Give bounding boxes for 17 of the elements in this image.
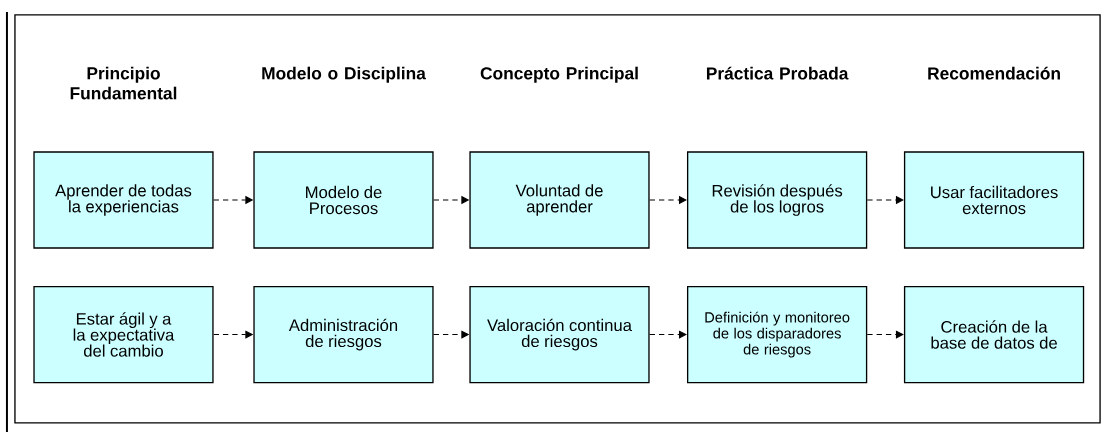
arrow [649, 330, 687, 339]
column-heading: Recomendación [928, 66, 1060, 80]
process-box: Voluntad de aprender [469, 151, 650, 249]
column-heading: Concepto Principal [480, 66, 638, 83]
process-box: Revisión después de los logros [687, 151, 868, 249]
process-box: Valoración continua de riesgos [469, 285, 650, 384]
process-box: Modelo de Procesos [253, 151, 434, 249]
column-heading: Principio Fundamental [70, 66, 177, 100]
process-box: Estar ágil y a la expectativa del cambio [33, 285, 214, 384]
process-box: Aprender de todas la experiencias [33, 151, 214, 249]
process-box: Creación de la base de datos de [903, 285, 1085, 384]
column-heading: Modelo o Disciplina [262, 66, 426, 83]
column-heading: Práctica Probada [706, 66, 849, 80]
process-box: Administración de riesgos [253, 285, 434, 384]
process-box: Usar facilitadores externos [903, 151, 1085, 249]
process-box: Definición y monitoreo de los disparadores de riesgos [687, 285, 868, 384]
arrow [866, 330, 904, 339]
